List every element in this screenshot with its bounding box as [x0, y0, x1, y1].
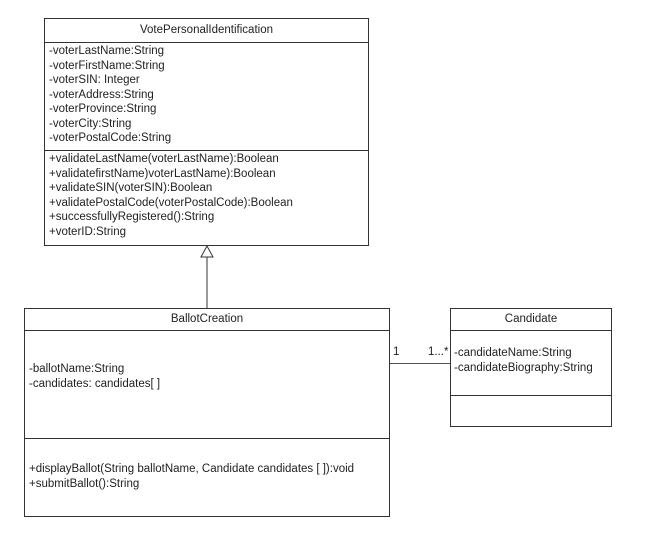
methods-section: +validateLastName(voterLastName):Boolean…: [45, 151, 368, 239]
method: +validateSIN(voterSIN):Boolean: [49, 182, 213, 194]
methods-section: +displayBallot(String ballotName, Candid…: [25, 439, 389, 491]
attributes-section: -voterLastName:String -voterFirstName:Str…: [45, 43, 368, 151]
attribute: -ballotName:String: [29, 363, 125, 375]
method: +validatePostalCode(voterPostalCode):Boo…: [49, 196, 293, 209]
attribute: -voterLastName:String: [49, 45, 165, 57]
method: +submitBallot():String: [29, 477, 140, 490]
attribute: -voterPostalCode:String: [49, 132, 172, 144]
class-name: VotePersonalIdentification: [45, 19, 368, 43]
class-ballot-creation[interactable]: BallotCreation -ballotName:String -candid…: [24, 308, 390, 517]
class-name: BallotCreation: [25, 309, 389, 331]
class-candidate[interactable]: Candidate -candidateName:String-candidat…: [450, 308, 612, 427]
method: +displayBallot(String ballotName, Candid…: [29, 463, 355, 475]
generalization-arrowhead: [200, 244, 214, 258]
attribute: -voterFirstName:String: [49, 59, 165, 72]
attributes-section: -ballotName:String -candidates: candidate…: [25, 331, 389, 439]
method: +validateLastName(voterLastName):Boolean: [49, 153, 279, 165]
target-multiplicity: 1...*: [428, 346, 449, 358]
attributes-section: -candidateName:String -candidateBiography…: [451, 331, 611, 396]
attribute: -voterAddress:String: [49, 88, 154, 101]
attribute: -candidateName:String: [454, 347, 572, 359]
class-vote-personal-identification[interactable]: VotePersonalIdentification -voterLastNam…: [44, 18, 369, 246]
attribute: -candidates: candidates[ ]: [29, 377, 161, 390]
method: +validatefirstName)voterLastName):Boolea…: [49, 167, 276, 180]
attribute: -voterCity:String: [49, 117, 132, 130]
source-multiplicity: 1: [393, 346, 400, 358]
attribute: -candidateBiography:String: [454, 361, 593, 374]
method: +successfullyRegistered():String: [49, 211, 215, 223]
method: +voterID:String: [49, 225, 127, 238]
attribute: -voterSIN: Integer: [49, 74, 140, 86]
attribute: -voterProvince:String: [49, 103, 157, 115]
class-name: Candidate: [451, 309, 611, 331]
